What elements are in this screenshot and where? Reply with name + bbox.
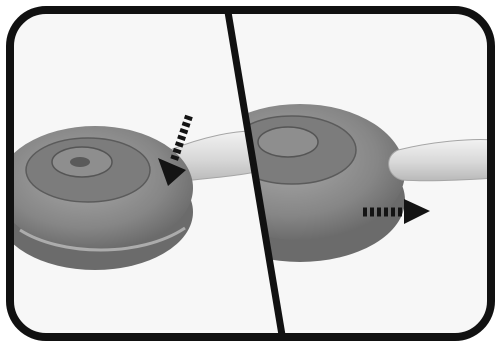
disc-center bbox=[70, 157, 90, 167]
disc-hub bbox=[258, 127, 318, 157]
